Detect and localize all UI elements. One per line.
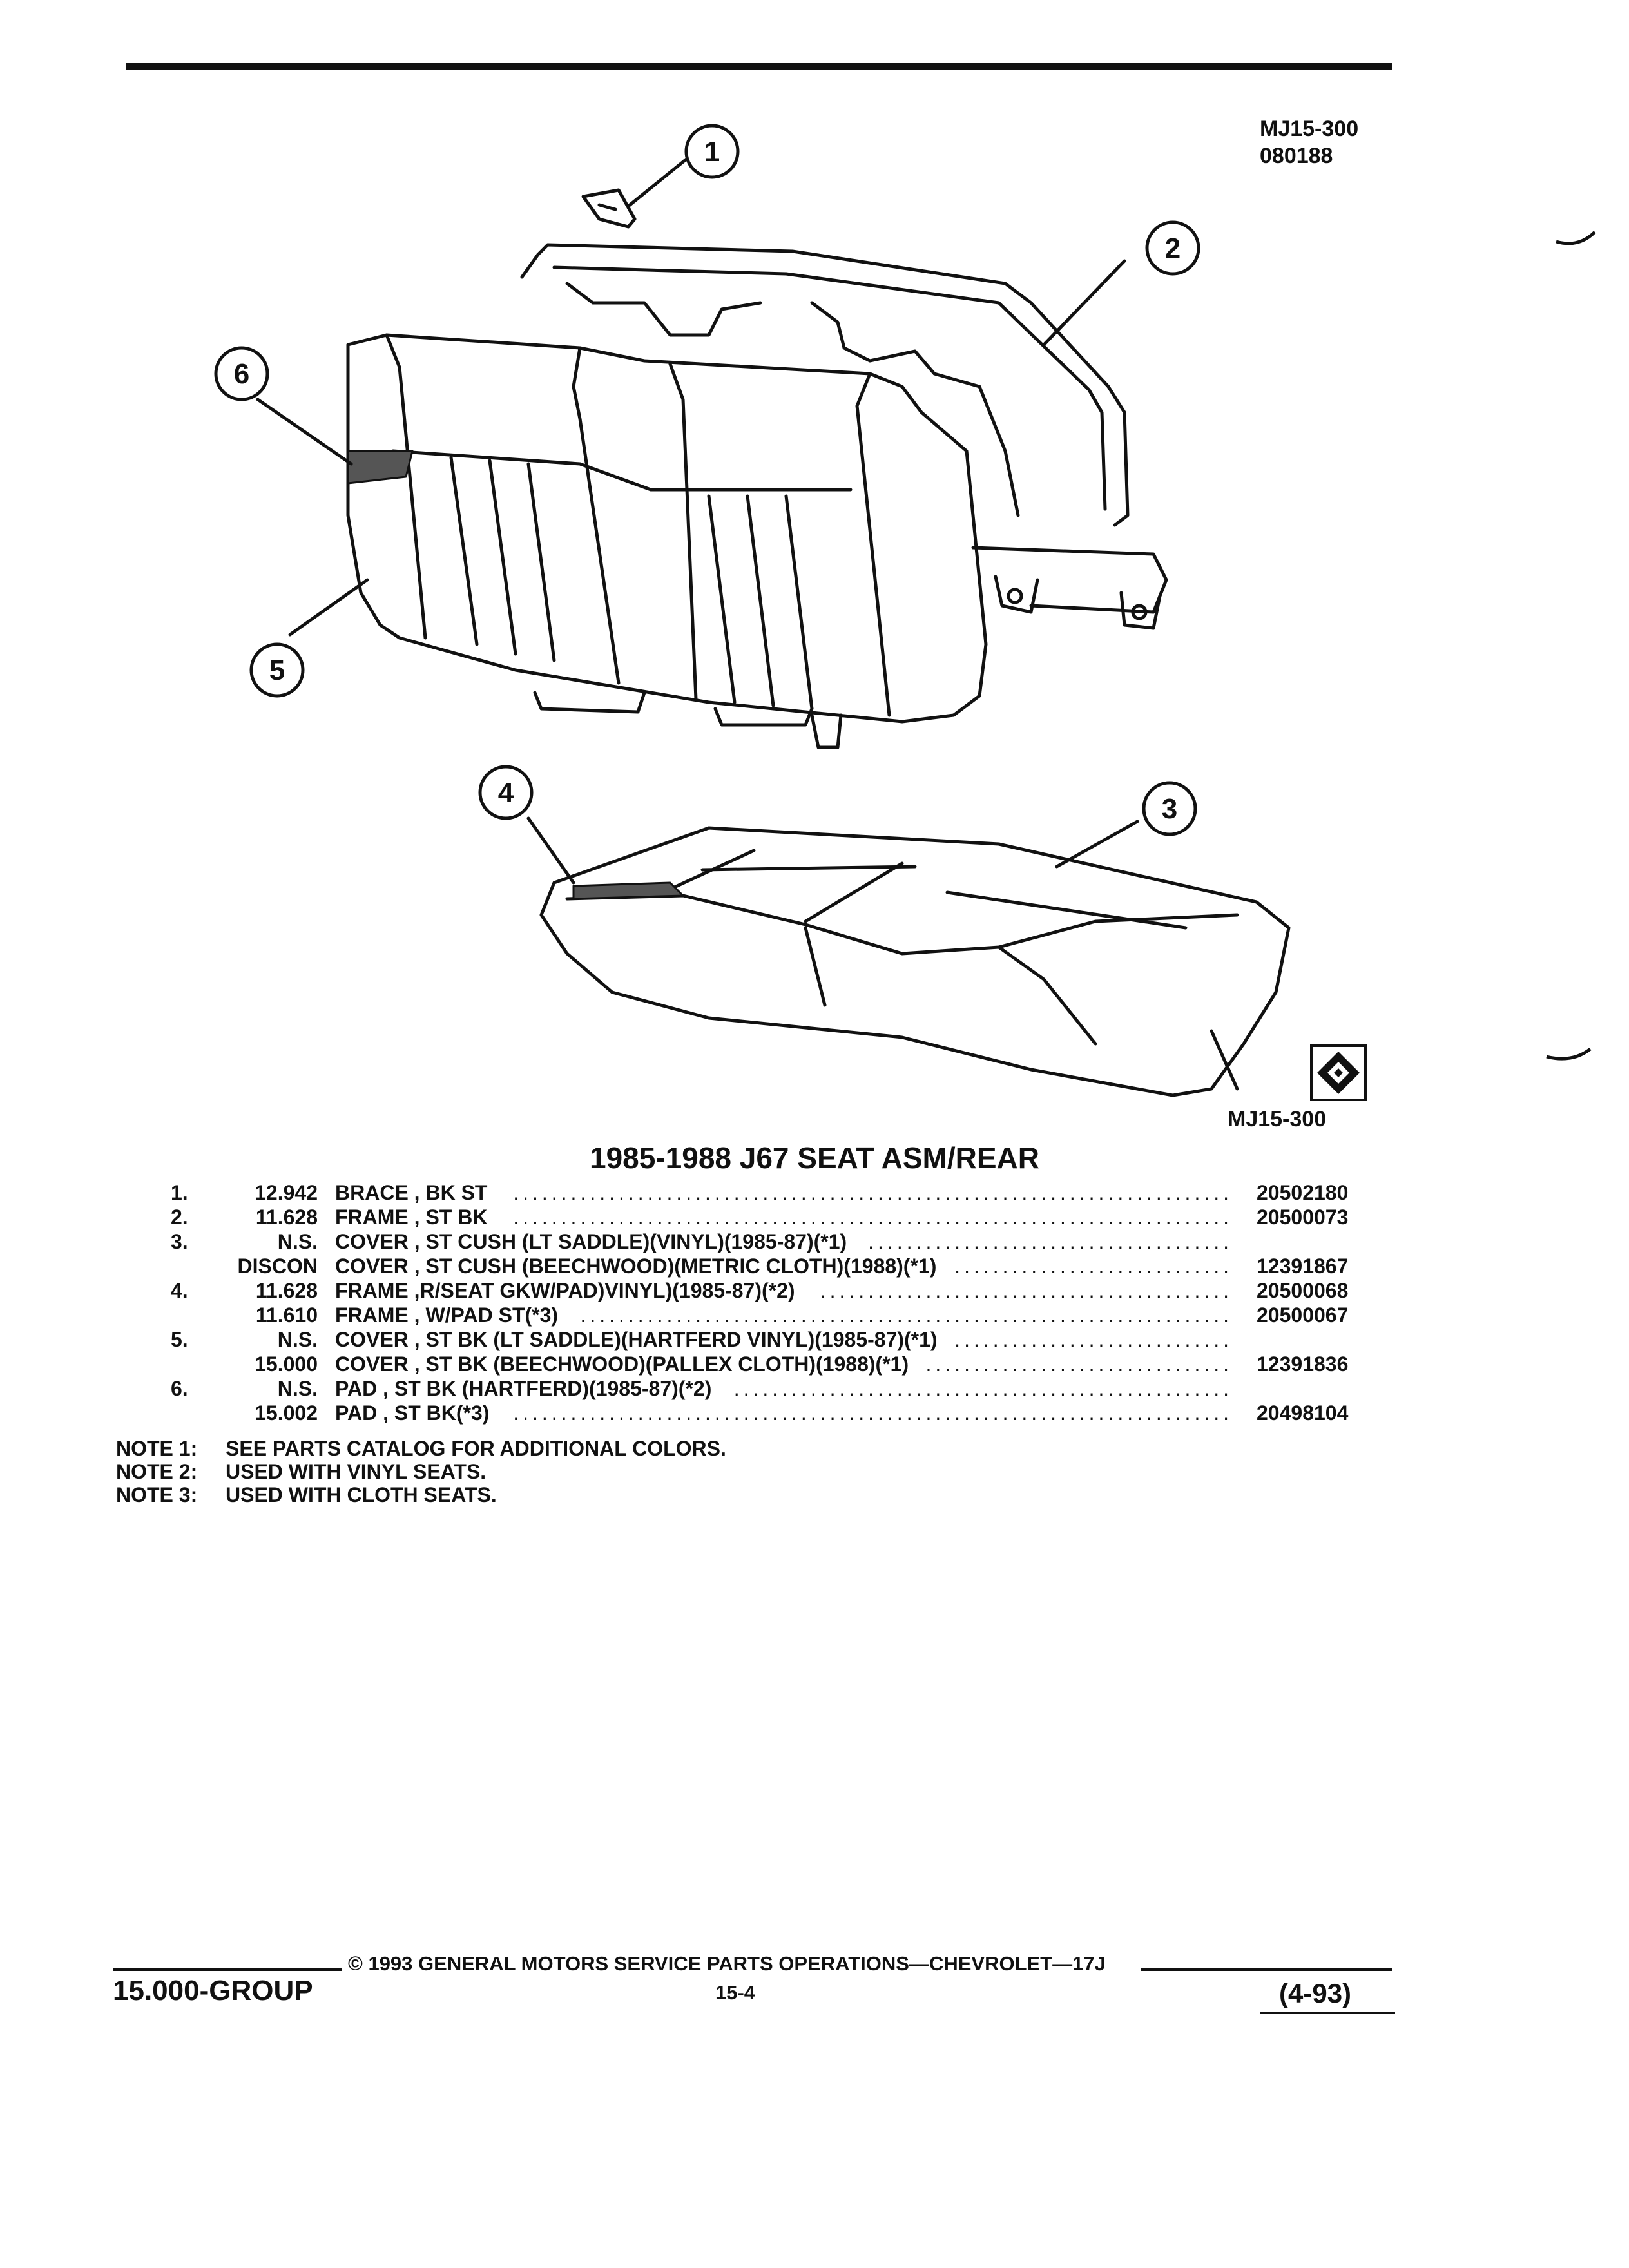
top-rule xyxy=(126,63,1392,70)
parts-row: 1. 12.942 BRACE , BK ST 20502180 .......… xyxy=(0,1180,1629,1205)
dot-leader: ................................ xyxy=(925,1352,1233,1376)
part-description: COVER , ST CUSH (BEECHWOOD)(METRIC CLOTH… xyxy=(335,1254,937,1278)
dot-leader: ........................................… xyxy=(513,1401,1233,1425)
parts-row: 2. 11.628 FRAME , ST BK 20500073 .......… xyxy=(0,1205,1629,1229)
parts-list: 1. 12.942 BRACE , BK ST 20502180 .......… xyxy=(0,1180,1629,1425)
date-code: 080188 xyxy=(1260,144,1333,168)
group-number: 11.628 xyxy=(255,1279,318,1302)
part-number: 20498104 xyxy=(1257,1401,1349,1425)
footer-rule xyxy=(1141,1968,1392,1971)
dot-leader: ........................................… xyxy=(733,1377,1233,1400)
svg-text:3: 3 xyxy=(1162,793,1177,825)
item-number: 2. xyxy=(171,1206,188,1229)
note-text: USED WITH VINYL SEATS. xyxy=(226,1460,487,1483)
dot-leader: ........................................… xyxy=(820,1279,1233,1302)
illustration-code: MJ15-300 xyxy=(1260,117,1359,141)
parts-row: DISCON COVER , ST CUSH (BEECHWOOD)(METRI… xyxy=(0,1254,1629,1278)
footer-group: 15.000-GROUP xyxy=(113,1975,313,2006)
svg-text:5: 5 xyxy=(269,655,285,686)
callout-1: 1 xyxy=(684,124,740,179)
part-description: BRACE , BK ST xyxy=(335,1181,488,1204)
seat-back-part xyxy=(346,333,988,749)
dot-leader: ........................................… xyxy=(580,1303,1233,1327)
part-description: FRAME , W/PAD ST(*3) xyxy=(335,1303,559,1327)
svg-text:6: 6 xyxy=(234,358,249,390)
figure-code: MJ15-300 xyxy=(1228,1107,1327,1131)
part-description: COVER , ST BK (LT SADDLE)(HARTFERD VINYL… xyxy=(335,1328,938,1351)
group-number: N.S. xyxy=(277,1230,318,1253)
group-number: 12.942 xyxy=(255,1181,318,1204)
item-number: 4. xyxy=(171,1279,188,1302)
dot-leader: ........................................… xyxy=(513,1206,1233,1229)
dot-leader: ...................................... xyxy=(868,1230,1233,1253)
callout-2: 2 xyxy=(1145,220,1200,276)
page-number: 15-4 xyxy=(715,1981,756,2004)
note-text: SEE PARTS CATALOG FOR ADDITIONAL COLORS. xyxy=(226,1437,726,1460)
group-number: N.S. xyxy=(277,1377,318,1400)
seat-cushion-part xyxy=(539,826,1291,1097)
parts-row: 3. N.S. COVER , ST CUSH (LT SADDLE)(VINY… xyxy=(0,1229,1629,1254)
parts-row: 5. N.S. COVER , ST BK (LT SADDLE)(HARTFE… xyxy=(0,1327,1629,1352)
brace-part xyxy=(581,188,637,229)
dot-leader: ........................................… xyxy=(513,1181,1233,1204)
callout-4: 4 xyxy=(478,765,534,820)
note-label: NOTE 1: xyxy=(116,1437,198,1460)
parts-row: 6. N.S. PAD , ST BK (HARTFERD)(1985-87)(… xyxy=(0,1376,1629,1401)
note-label: NOTE 2: xyxy=(116,1460,198,1483)
seat-illustration: 1 2 3 4 5 6 xyxy=(214,124,1596,1097)
part-number: 20502180 xyxy=(1257,1181,1349,1204)
item-number: 6. xyxy=(171,1377,188,1400)
frame-part xyxy=(520,243,1168,630)
part-number: 12391836 xyxy=(1257,1352,1349,1376)
item-number: 3. xyxy=(171,1230,188,1253)
part-description: PAD , ST BK(*3) xyxy=(335,1401,490,1425)
callout-6: 6 xyxy=(214,346,269,401)
parts-row: 11.610 FRAME , W/PAD ST(*3) 20500067 ...… xyxy=(0,1303,1629,1327)
svg-text:4: 4 xyxy=(498,777,514,809)
item-number: 5. xyxy=(171,1328,188,1351)
part-number: 20500067 xyxy=(1257,1303,1349,1327)
revision-date: (4-93) xyxy=(1279,1978,1352,2008)
group-number: 11.628 xyxy=(255,1206,318,1229)
footer-rule xyxy=(1260,2012,1395,2014)
part-number: 20500068 xyxy=(1257,1279,1349,1302)
item-number: 1. xyxy=(171,1181,188,1204)
parts-row: 15.000 COVER , ST BK (BEECHWOOD)(PALLEX … xyxy=(0,1352,1629,1376)
parts-row: 4. 11.628 FRAME ,R/SEAT GKW/PAD)VINYL)(1… xyxy=(0,1278,1629,1303)
part-description: PAD , ST BK (HARTFERD)(1985-87)(*2) xyxy=(335,1377,712,1400)
group-number: 15.002 xyxy=(255,1401,318,1425)
section-title: 1985-1988 J67 SEAT ASM/REAR xyxy=(590,1141,1039,1175)
group-number: 15.000 xyxy=(255,1352,318,1376)
part-description: COVER , ST BK (BEECHWOOD)(PALLEX CLOTH)(… xyxy=(335,1352,909,1376)
callout-3: 3 xyxy=(1142,781,1197,836)
part-number: 20500073 xyxy=(1257,1206,1349,1229)
part-description: COVER , ST CUSH (LT SADDLE)(VINYL)(1985-… xyxy=(335,1230,847,1253)
dot-leader: ............................. xyxy=(954,1328,1233,1351)
footer-copyright: © 1993 GENERAL MOTORS SERVICE PARTS OPER… xyxy=(348,1952,1106,1975)
part-description: FRAME ,R/SEAT GKW/PAD)VINYL)(1985-87)(*2… xyxy=(335,1279,795,1302)
note-text: USED WITH CLOTH SEATS. xyxy=(226,1483,497,1506)
group-number: 11.610 xyxy=(255,1303,318,1327)
group-number: N.S. xyxy=(277,1328,318,1351)
part-description: FRAME , ST BK xyxy=(335,1206,488,1229)
svg-text:1: 1 xyxy=(704,136,720,168)
margin-marks xyxy=(1546,231,1596,1061)
footer-rule xyxy=(113,1968,342,1971)
gm-parts-logo-icon xyxy=(1310,1044,1367,1101)
callout-5: 5 xyxy=(249,642,305,698)
dot-leader: ............................. xyxy=(954,1254,1233,1278)
group-number: DISCON xyxy=(237,1254,318,1278)
note-label: NOTE 3: xyxy=(116,1483,198,1506)
part-number: 12391867 xyxy=(1257,1254,1349,1278)
svg-text:2: 2 xyxy=(1165,233,1181,264)
parts-row: 15.002 PAD , ST BK(*3) 20498104 ........… xyxy=(0,1401,1629,1425)
